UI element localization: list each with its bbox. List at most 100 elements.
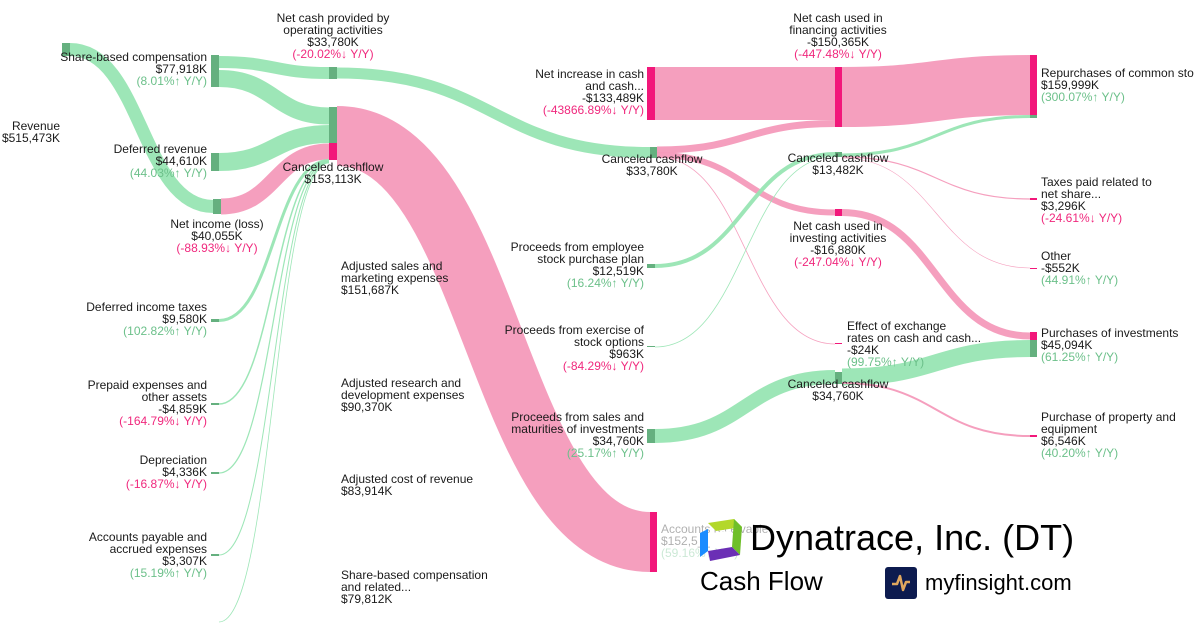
link-ap-to-canc1 (218, 162, 330, 556)
node-bar-depreciation (211, 472, 219, 474)
node-name: Canceled cashflow (282, 160, 384, 174)
link-canc3-to-repurchases (841, 115, 1031, 157)
link-canc4-to-purch_inv (841, 340, 1031, 386)
node-yoy-change: (40.20%↑ Y/Y) (1041, 446, 1119, 460)
node-bar-investing (835, 209, 842, 216)
node-yoy-change: (-20.02%↓ Y/Y) (292, 47, 374, 61)
node-name: Adjusted research and development expens… (341, 376, 465, 402)
link-net_income-to-canc1 (220, 143, 330, 215)
node-bar-prepaid (211, 403, 219, 405)
node-label-adj_rd: Adjusted research and development expens… (341, 377, 464, 413)
node-bar-purch_inv (1030, 332, 1037, 340)
node-label-prepaid: Prepaid expenses and other assets -$4,85… (88, 379, 207, 427)
node-value: $159,999K (1041, 78, 1100, 92)
link-other_operating-to-canc1 (218, 162, 330, 623)
node-bar-repurchases (1030, 55, 1037, 115)
node-label-exercise: Proceeds from exercise of stock options … (505, 324, 644, 372)
node-bar-property (1030, 435, 1037, 437)
node-bar-espp (647, 264, 655, 268)
dynatrace-logo-icon (700, 519, 742, 561)
node-value: $963K (609, 347, 644, 361)
node-label-other: Other -$552K(44.91%↑ Y/Y) (1041, 250, 1118, 286)
node-yoy-change: (-16.87%↓ Y/Y) (125, 477, 207, 491)
node-yoy-change: (44.03%↑ Y/Y) (129, 166, 207, 180)
node-label-net_income: Net income (loss) $40,055K(-88.93%↓ Y/Y) (170, 218, 263, 254)
node-value: $13,482K (812, 163, 864, 177)
brand-name: myfinsight.com (925, 570, 1072, 595)
node-name: Proceeds from sales and maturities of in… (511, 410, 644, 436)
link-deferred_rev-to-canc1 (218, 125, 330, 171)
node-value: $44,610K (155, 154, 207, 168)
node-value: $34,760K (592, 434, 644, 448)
node-yoy-change: (-247.04%↓ Y/Y) (794, 255, 882, 269)
node-value: $515,473K (1, 131, 60, 145)
node-label-canc2: Canceled cashflow $33,780K (602, 153, 703, 177)
node-label-net_increase: Net increase in cash and cash... -$133,4… (535, 68, 644, 116)
node-value: $40,055K (191, 229, 243, 243)
node-name: Taxes paid related to net share... (1041, 175, 1152, 201)
link-investing-to-purch_inv (841, 209, 1031, 340)
node-name: Share-based compensation and related... (341, 568, 488, 594)
node-value: $6,546K (1041, 434, 1086, 448)
node-yoy-change: (44.91%↑ Y/Y) (1041, 273, 1119, 287)
node-name: Adjusted sales and marketing expenses (341, 259, 449, 285)
node-name: Proceeds from employee stock purchase pl… (510, 240, 644, 266)
link-sbc-to-canc1 (218, 70, 330, 125)
node-value: $33,780K (626, 164, 678, 178)
company-title: Dynatrace, Inc. (DT) (750, 517, 1075, 558)
node-value: -$552K (1041, 261, 1080, 275)
node-bar-ap (211, 554, 219, 556)
node-name: Canceled cashflow (787, 377, 889, 391)
node-yoy-change: (-447.48%↓ Y/Y) (794, 47, 882, 61)
link-financing-to-repurchases (841, 55, 1031, 127)
node-value: -$133,489K (581, 91, 644, 105)
node-yoy-change: (15.19%↑ Y/Y) (129, 566, 207, 580)
node-value: $12,519K (592, 264, 644, 278)
node-value: $90,370K (341, 400, 393, 414)
node-value: $34,760K (812, 389, 864, 403)
node-yoy-change: (300.07%↑ Y/Y) (1041, 90, 1125, 104)
pulse-icon (885, 567, 917, 599)
link-revenue-to-net_income (69, 43, 214, 213)
node-name: Other (1041, 249, 1072, 263)
node-name: Depreciation (139, 453, 207, 467)
node-bar-canc4 (835, 372, 842, 384)
node-value: $33,780K (307, 35, 359, 49)
node-name: Net cash used in investing activities (789, 219, 887, 245)
link-sales_mat-to-canc4 (654, 370, 836, 443)
node-label-purch_inv: Purchases of investments $45,094K(61.25%… (1041, 327, 1178, 363)
node-label-canc4: Canceled cashflow $34,760K (788, 378, 889, 402)
node-bar-canc1 (329, 107, 337, 143)
node-name: Revenue (11, 119, 60, 133)
node-value: $83,914K (341, 484, 393, 498)
node-bar-canc2 (650, 147, 657, 158)
node-bar-sbc (211, 55, 219, 87)
link-canc2-to-financing (656, 120, 836, 154)
node-value: $45,094K (1041, 338, 1093, 352)
node-label-ap: Accounts payable and accrued expenses $3… (89, 531, 207, 579)
node-label-financing: Net cash used in financing activities -$… (789, 12, 886, 60)
node-value: $151,687K (341, 283, 400, 297)
node-bar-taxes (1030, 198, 1037, 200)
node-yoy-change: (61.25%↑ Y/Y) (1041, 350, 1119, 364)
node-bar-purch_inv (1030, 340, 1037, 357)
node-value: -$4,859K (158, 402, 207, 416)
node-label-op: Net cash provided by operating activitie… (277, 12, 390, 60)
node-yoy-change: (8.01%↑ Y/Y) (136, 74, 207, 88)
node-label-sbc: Share-based compensation $77,918K(8.01%↑… (60, 51, 207, 87)
node-value: $3,296K (1041, 199, 1086, 213)
node-label-investing: Net cash used in investing activities -$… (790, 220, 887, 268)
node-name: Deferred revenue (113, 142, 207, 156)
node-label-adj_sbc: Share-based compensation and related... … (341, 569, 488, 605)
node-label-repurchases: Repurchases of common sto $159,999K(300.… (1041, 67, 1194, 103)
node-label-exchange: Effect of exchange rates on cash and cas… (847, 320, 981, 368)
link-canc1-to-ar (334, 106, 653, 572)
node-name: Net income (loss) (170, 217, 264, 231)
node-value: $9,580K (162, 312, 207, 326)
node-label-canc1: Canceled cashflow $153,113K (283, 161, 384, 185)
node-name: Effect of exchange rates on cash and cas… (847, 319, 982, 345)
node-yoy-change: (-43866.89%↓ Y/Y) (542, 103, 644, 117)
node-label-taxes: Taxes paid related to net share... $3,29… (1041, 176, 1152, 224)
node-bar-exercise (647, 346, 655, 347)
